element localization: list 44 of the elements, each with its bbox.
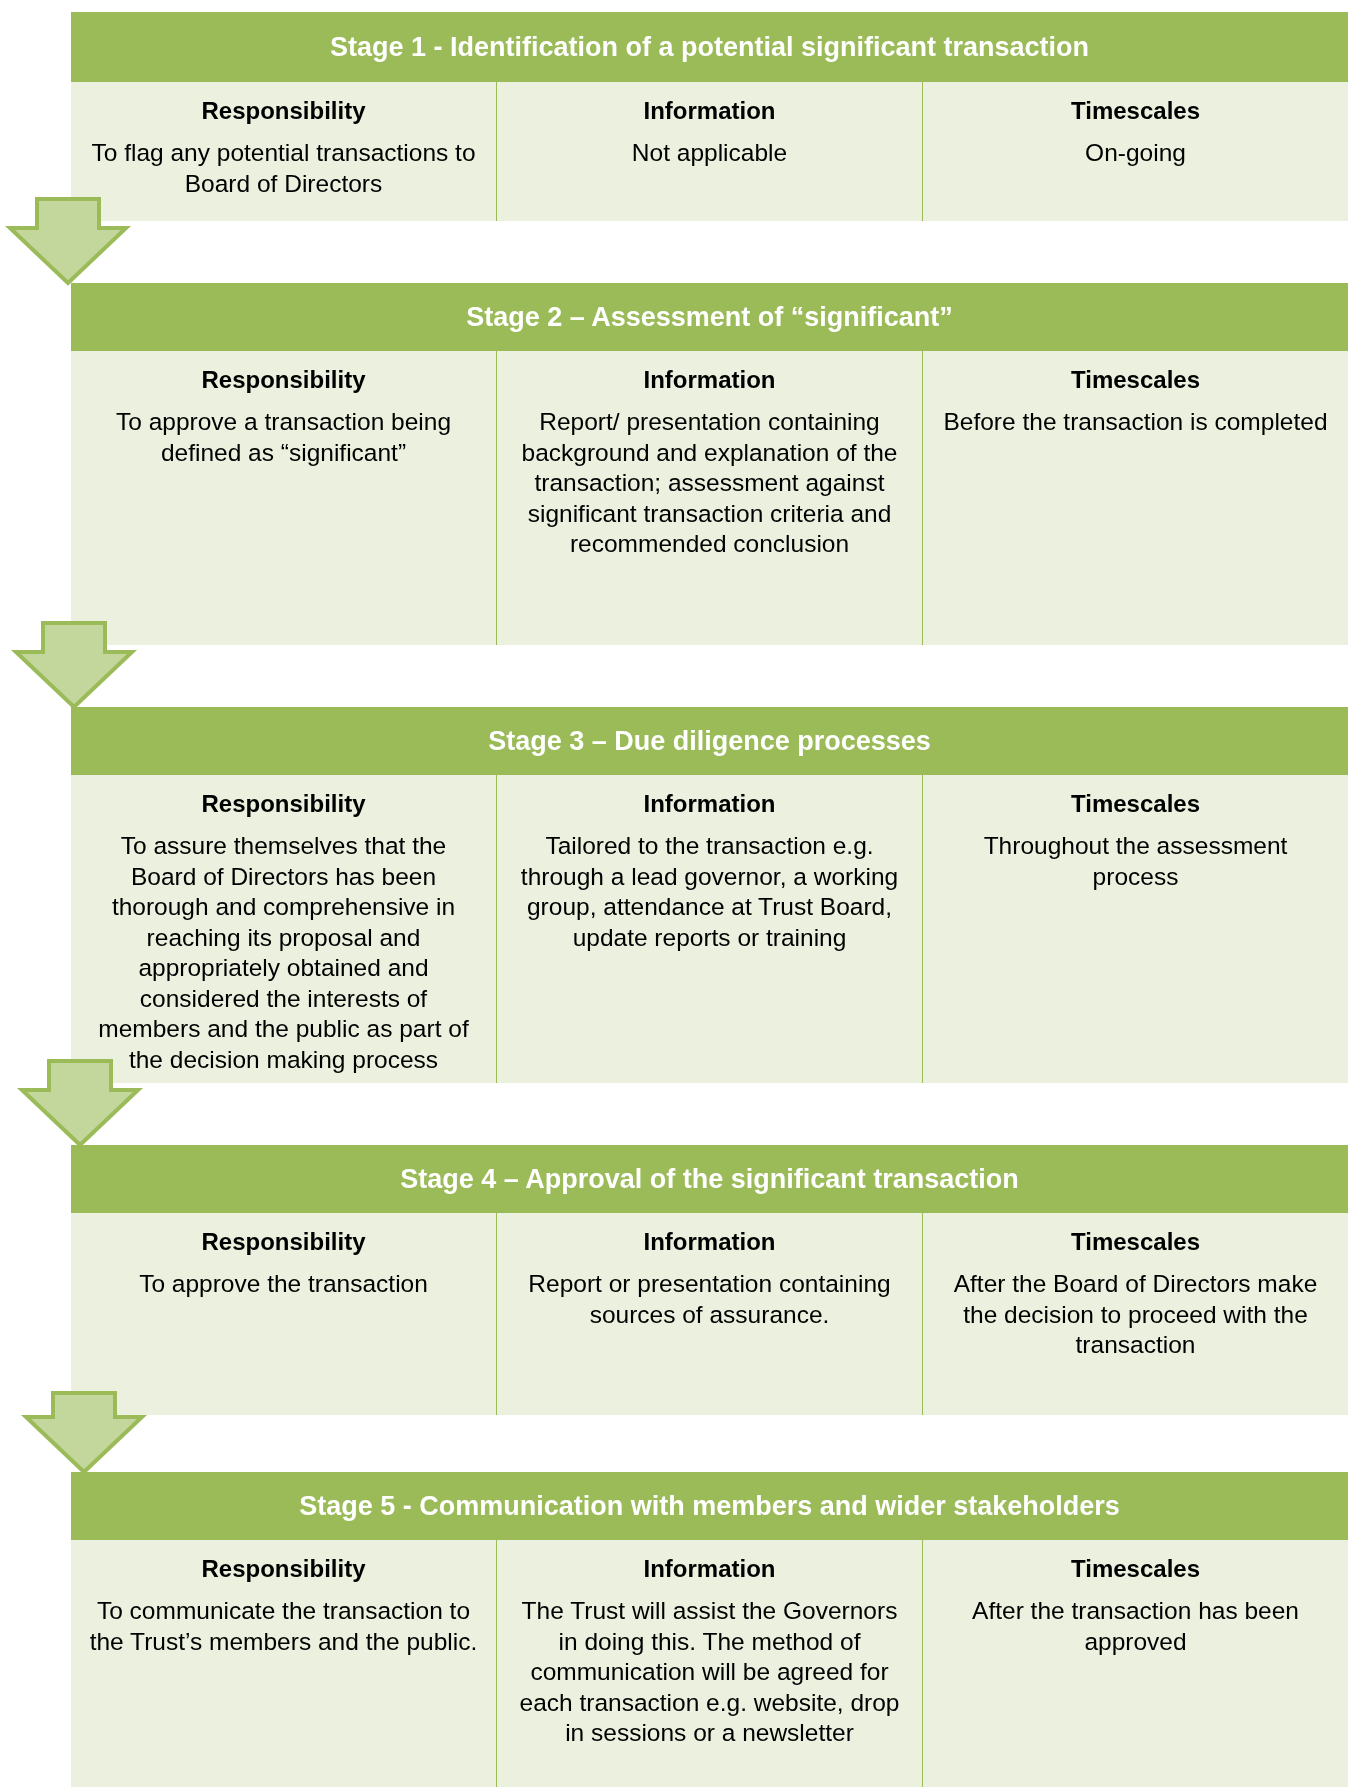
column-heading: Timescales (1071, 1227, 1200, 1257)
column-heading: Information (643, 365, 776, 395)
stage-header: Stage 2 – Assessment of “significant” (71, 283, 1348, 351)
cell-text: Report or presentation containing sources of assurance. (527, 1269, 892, 1330)
column-heading: Information (643, 789, 776, 819)
cell-text: On-going (1085, 138, 1186, 168)
cell-text: The Trust will assist the Governors in doing this. The method of communication will be agreed for each transaction e.g. website, drop in sessions or a newsletter (518, 1596, 901, 1748)
column-heading: Timescales (1071, 96, 1200, 126)
cell-text: After the Board of Directors make the decision to proceed with the transaction (952, 1269, 1319, 1360)
column-heading: Responsibility (201, 789, 366, 819)
cell-text: To communicate the transaction to the Trust’s members and the public. (88, 1596, 479, 1657)
cell-text: Throughout the assessment process (982, 831, 1289, 892)
stage-header: Stage 3 – Due diligence processes (71, 707, 1348, 775)
column-heading: Information (643, 1227, 776, 1257)
stage-header: Stage 4 – Approval of the significant transaction (71, 1145, 1348, 1213)
column-heading: Timescales (1071, 365, 1200, 395)
cell-text: Report/ presentation containing background and explanation of the transaction; assessment against significant transaction criteria and recommended conclusion (520, 407, 899, 559)
cell-text: To approve the transaction (139, 1269, 428, 1299)
column-heading: Responsibility (201, 365, 366, 395)
column-heading: Responsibility (201, 1554, 366, 1584)
column-heading: Information (643, 1554, 776, 1584)
stage-panel (71, 12, 1348, 221)
column-heading: Responsibility (201, 96, 366, 126)
column-heading: Information (643, 96, 776, 126)
stage-panel (71, 707, 1348, 1083)
stage-panel (71, 1145, 1348, 1415)
block-arrow (21, 1391, 147, 1475)
stage-header: Stage 1 - Identification of a potential significant transaction (71, 12, 1348, 82)
column-heading: Timescales (1071, 1554, 1200, 1584)
cell-text: To flag any potential transactions to Board of Directors (90, 138, 477, 199)
block-arrow (5, 197, 131, 286)
cell-text: Before the transaction is completed (943, 407, 1328, 437)
cell-text: Tailored to the transaction e.g. through a lead governor, a working group, attendance at Trust Board, update reports or training (519, 831, 900, 953)
cell-text: After the transaction has been approved (971, 1596, 1300, 1657)
block-arrow (11, 621, 137, 710)
cell-text: Not applicable (631, 138, 788, 168)
stage-header: Stage 5 - Communication with members and wider stakeholders (71, 1472, 1348, 1540)
stage-panel (71, 283, 1348, 645)
column-heading: Responsibility (201, 1227, 366, 1257)
cell-text: To assure themselves that the Board of Directors has been thorough and comprehensive in reaching its proposal and appropriately obtained and considered the interests of members and the public as part of the decision making process (97, 831, 470, 1075)
block-arrow (17, 1059, 143, 1148)
stage-panel (71, 1472, 1348, 1787)
column-heading: Timescales (1071, 789, 1200, 819)
cell-text: To approve a transaction being defined as “significant” (114, 407, 453, 468)
